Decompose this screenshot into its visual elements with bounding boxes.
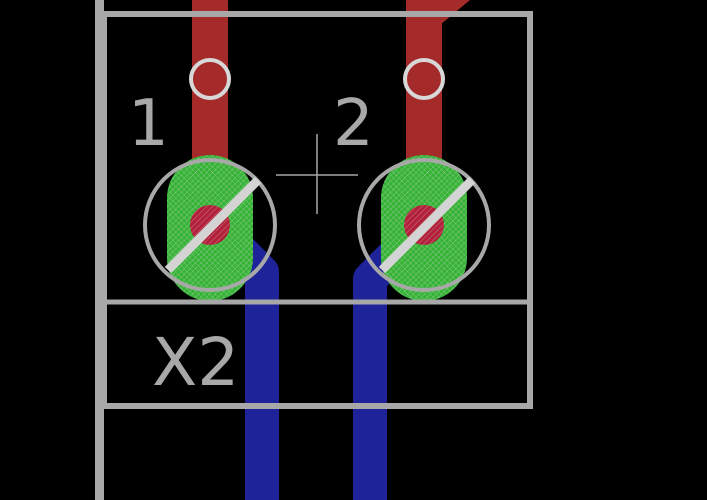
via-pin2[interactable] bbox=[403, 58, 445, 100]
pin2-slash bbox=[378, 176, 476, 274]
package-outline[interactable] bbox=[101, 11, 533, 409]
crosshair-icon bbox=[276, 134, 358, 214]
via-pin1[interactable] bbox=[189, 58, 231, 100]
pin1-slash bbox=[164, 176, 262, 274]
pin1-outline-ring bbox=[143, 158, 277, 292]
silkscreen-layer bbox=[101, 11, 533, 409]
pin2-outline-ring bbox=[357, 158, 491, 292]
board-edge-left bbox=[95, 0, 104, 500]
component-name-label: X2 bbox=[152, 324, 239, 401]
vias bbox=[189, 58, 445, 100]
pin1-label: 1 bbox=[128, 87, 169, 161]
pin2-label: 2 bbox=[333, 87, 374, 161]
